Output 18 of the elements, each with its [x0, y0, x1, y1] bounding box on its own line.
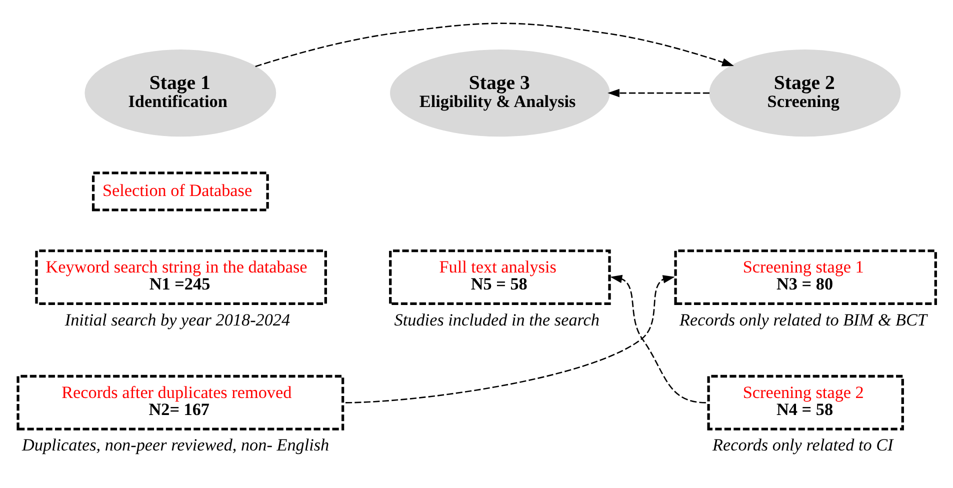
arrow	[608, 88, 710, 98]
node-label: Duplicates, non-peer reviewed, non- English	[22, 436, 330, 455]
arrow	[255, 22, 734, 68]
node-label: Records only related to CI	[712, 436, 894, 455]
node-ellipse: Stage 2 Screening	[709, 49, 901, 137]
node-label: Records only related to BIM & BCT	[680, 310, 927, 330]
node-ellipse: Stage 1 Identification	[84, 49, 276, 137]
node-box: Screening stage 2 N4 = 58	[707, 374, 904, 430]
node-box: Full text analysis N5 = 58	[389, 250, 611, 305]
node-label: Initial search by year 2018-2024	[64, 310, 290, 330]
arrow	[345, 275, 675, 404]
arrow	[610, 274, 706, 404]
node-box: Selection of Database	[92, 172, 269, 212]
node-ellipse: Stage 3 Eligibility & Analysis	[390, 49, 610, 137]
node-box: Keyword search string in the database N1 =245	[35, 250, 327, 305]
node-box: Records after duplicates removed N2= 167	[16, 374, 344, 430]
node-label: Studies included in the search	[394, 310, 600, 330]
node-box: Screening stage 1 N3 = 80	[674, 250, 937, 305]
